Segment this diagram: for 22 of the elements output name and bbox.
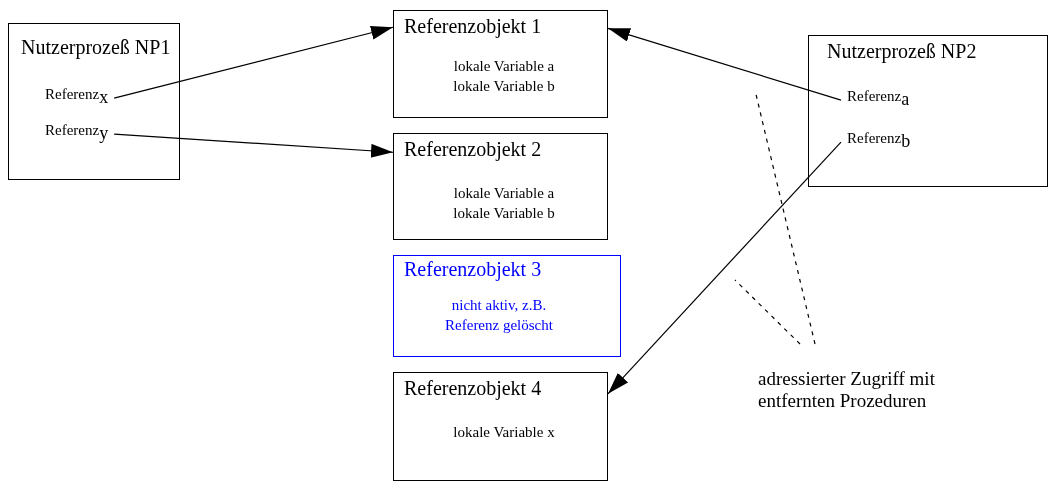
- arrow: [113, 25, 394, 99]
- box-text: lokale Variable x: [452, 423, 556, 442]
- leader-line: [734, 279, 801, 345]
- object-box: [393, 133, 608, 240]
- process-box: [808, 35, 1048, 187]
- annotation-text: adressierter Zugriff mit entfernten Prozeduren: [758, 344, 958, 412]
- box-text: lokale Variable a lokale Variable b: [452, 57, 556, 96]
- arrow: [113, 133, 394, 158]
- object-box: [393, 372, 608, 481]
- box-text: nicht aktiv, z.B. Referenz gelöscht: [444, 296, 554, 335]
- object-box: [393, 10, 608, 118]
- box-text: lokale Variable a lokale Variable b: [452, 184, 556, 223]
- arrow: [607, 141, 842, 395]
- object-box: [393, 255, 621, 357]
- box-title: Nutzerprozeß NP1: [21, 36, 171, 59]
- process-box: [8, 23, 180, 180]
- arrow: [607, 27, 842, 101]
- box-title: Nutzerprozeß NP2: [827, 40, 977, 63]
- box-title: Referenzobjekt 4: [404, 377, 542, 400]
- box-title: Referenzobjekt 3: [404, 258, 542, 281]
- box-title: Referenzobjekt 2: [404, 138, 542, 161]
- box-title: Referenzobjekt 1: [404, 15, 542, 38]
